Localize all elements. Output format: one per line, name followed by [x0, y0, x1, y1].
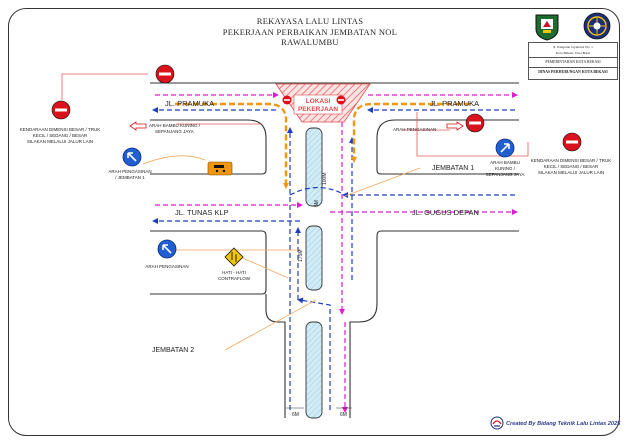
pengasinan-lower: ARAH PENGASINAN: [145, 264, 188, 269]
no-entry-icon: [336, 95, 346, 105]
title-block: REKAYASA LALU LINTAS PEKERJAAN PERBAIKAN…: [150, 16, 470, 48]
kendaraan-left-2: KECIL / SEDANG / BESAR: [33, 133, 88, 138]
title-line-1: REKAYASA LALU LINTAS: [256, 16, 364, 26]
dishub-logo-icon: [583, 12, 611, 40]
direction-signs: [122, 138, 515, 259]
kendaraan-right-2: KECIL / SEDANG / BESAR: [544, 164, 599, 169]
kendaraan-right-3: SILAKAN MELALUI JALUR LAIN: [538, 170, 604, 175]
work-zone-label-2: PEKERJAAN: [298, 106, 338, 113]
no-entry-signs: [51, 64, 582, 152]
info-divider: [529, 57, 617, 58]
road-gugus: JL. GUGUS DEPAN: [412, 208, 479, 217]
callout-jembatan-2: [224, 299, 317, 351]
road-left-lower-edge: [265, 294, 286, 418]
footer-credit: Created By Bidang Teknik Lalu Lintas 202…: [506, 421, 621, 427]
arrow-right-sign-icon: [495, 138, 515, 158]
map-frame: [8, 8, 620, 436]
bridge-2: [305, 321, 323, 419]
bambu-right-3: SEPANJANG JAYA: [486, 172, 525, 177]
bambu-left-1: ARAH BAMBU KUNING /: [149, 123, 201, 128]
label-kendaraan-left: KENDARAAN DIMENSI BESAR / TRUK KECIL / S…: [20, 127, 100, 144]
roadwork-barrier-icon: [207, 161, 233, 176]
detour-right: [351, 102, 470, 163]
dim-100m: 100M: [322, 172, 328, 185]
callout-hati: [235, 254, 289, 279]
blue-flows: [152, 107, 515, 410]
no-entry-icon: [562, 132, 582, 152]
info-city: Kota Bekasi, Jawa Barat: [555, 51, 591, 55]
city-crest-icon: [535, 14, 559, 41]
no-entry-icon: [282, 95, 292, 105]
arrow-left-sign-icon: [122, 147, 142, 167]
bambu-right-1: ARAH BAMBU: [490, 160, 520, 165]
dim-175m: 175M: [298, 249, 304, 262]
bridge-1b: [305, 225, 323, 291]
kendaraan-right-1: KENDARAAN DIMENSI BESAR / TRUK: [531, 158, 611, 163]
pengasinan-left-2: / JEMBATAN 1: [115, 175, 145, 180]
pramuka-bottom-right-edge: [376, 119, 519, 175]
jembatan-2-label: JEMBATAN 2: [152, 347, 194, 354]
bambu-left-2: SEPANJANG JAYA: [155, 129, 194, 134]
dim-6m-left: 6M: [292, 412, 299, 418]
outline-arrow-left-icon: [129, 121, 147, 131]
dishub-footer-logo-icon: [490, 416, 504, 430]
dim-6m-right: 6M: [340, 412, 347, 418]
flow-merge-blue: [289, 186, 346, 196]
no-entry-icon: [465, 113, 485, 133]
hati-2: CONTRAFLOW: [218, 276, 251, 281]
arrow-left-sign-icon: [157, 239, 177, 259]
info-address: Jl. Pangeran Jayakarta No. 1: [553, 45, 593, 49]
info-box: Jl. Pangeran Jayakarta No. 1 Kota Bekasi…: [528, 42, 618, 80]
callout-right-red: [416, 112, 529, 157]
jembatan-1-label: JEMBATAN 1: [432, 165, 474, 172]
hati-hati-warning-icon: [224, 247, 244, 267]
no-entry-icon: [51, 100, 71, 120]
pengasinan-left-1: ARAH PENGASINAN: [108, 169, 151, 174]
orange-detour: [175, 102, 470, 189]
road-pramuka-left: JL. PRAMUKA: [165, 99, 214, 108]
bridge-1: [305, 127, 323, 207]
outline-arrow-right-icon: [446, 121, 464, 131]
road-tunas: JL. TUNAS KLP: [175, 208, 229, 217]
callout-jembatan-1: [344, 167, 421, 197]
kendaraan-left-1: KENDARAAN DIMENSI BESAR / TRUK: [20, 127, 100, 132]
road-edges: [150, 82, 519, 418]
no-entry-icon: [155, 64, 175, 84]
label-kendaraan-right: KENDARAAN DIMENSI BESAR / TRUK KECIL / S…: [531, 158, 611, 175]
callout-pengasinan-left: [142, 155, 206, 165]
pengasinan-right: ARAH PENGASINAN: [393, 127, 436, 132]
gugus-lower-edge: [349, 230, 519, 418]
road-pramuka-right: JL. PRAMUKA: [430, 99, 479, 108]
title-line-2: PEKERJAAN PERBAIKAN JEMBATAN NOL: [222, 26, 398, 37]
tunas-lower-edge: [150, 230, 267, 295]
detour-left: [175, 102, 289, 189]
flow-contraflow-blue: [297, 297, 331, 410]
hati-1: HATI - HATI: [222, 270, 246, 275]
bambu-right-2: KUNING /: [495, 166, 516, 171]
info-divider: [529, 66, 617, 68]
kendaraan-left-3: SILAKAN MELALUI JALUR LAIN: [27, 139, 93, 144]
callout-left-red: [61, 73, 148, 100]
work-zone-label-1: LOKASI: [306, 98, 331, 105]
info-dinas: DINAS PERHUBUNGAN KOTA BEKASI: [538, 69, 608, 74]
work-zone-label-bg: [293, 94, 343, 115]
bridges: [305, 127, 323, 419]
magenta-flows: [155, 92, 518, 413]
info-pemkot: PEMERINTAHAN KOTA BEKASI: [545, 60, 601, 64]
pramuka-bottom-left-edge: [150, 119, 267, 175]
title-line-3: RAWALUMBU: [281, 37, 339, 47]
dim-5m: 5M: [314, 200, 320, 207]
